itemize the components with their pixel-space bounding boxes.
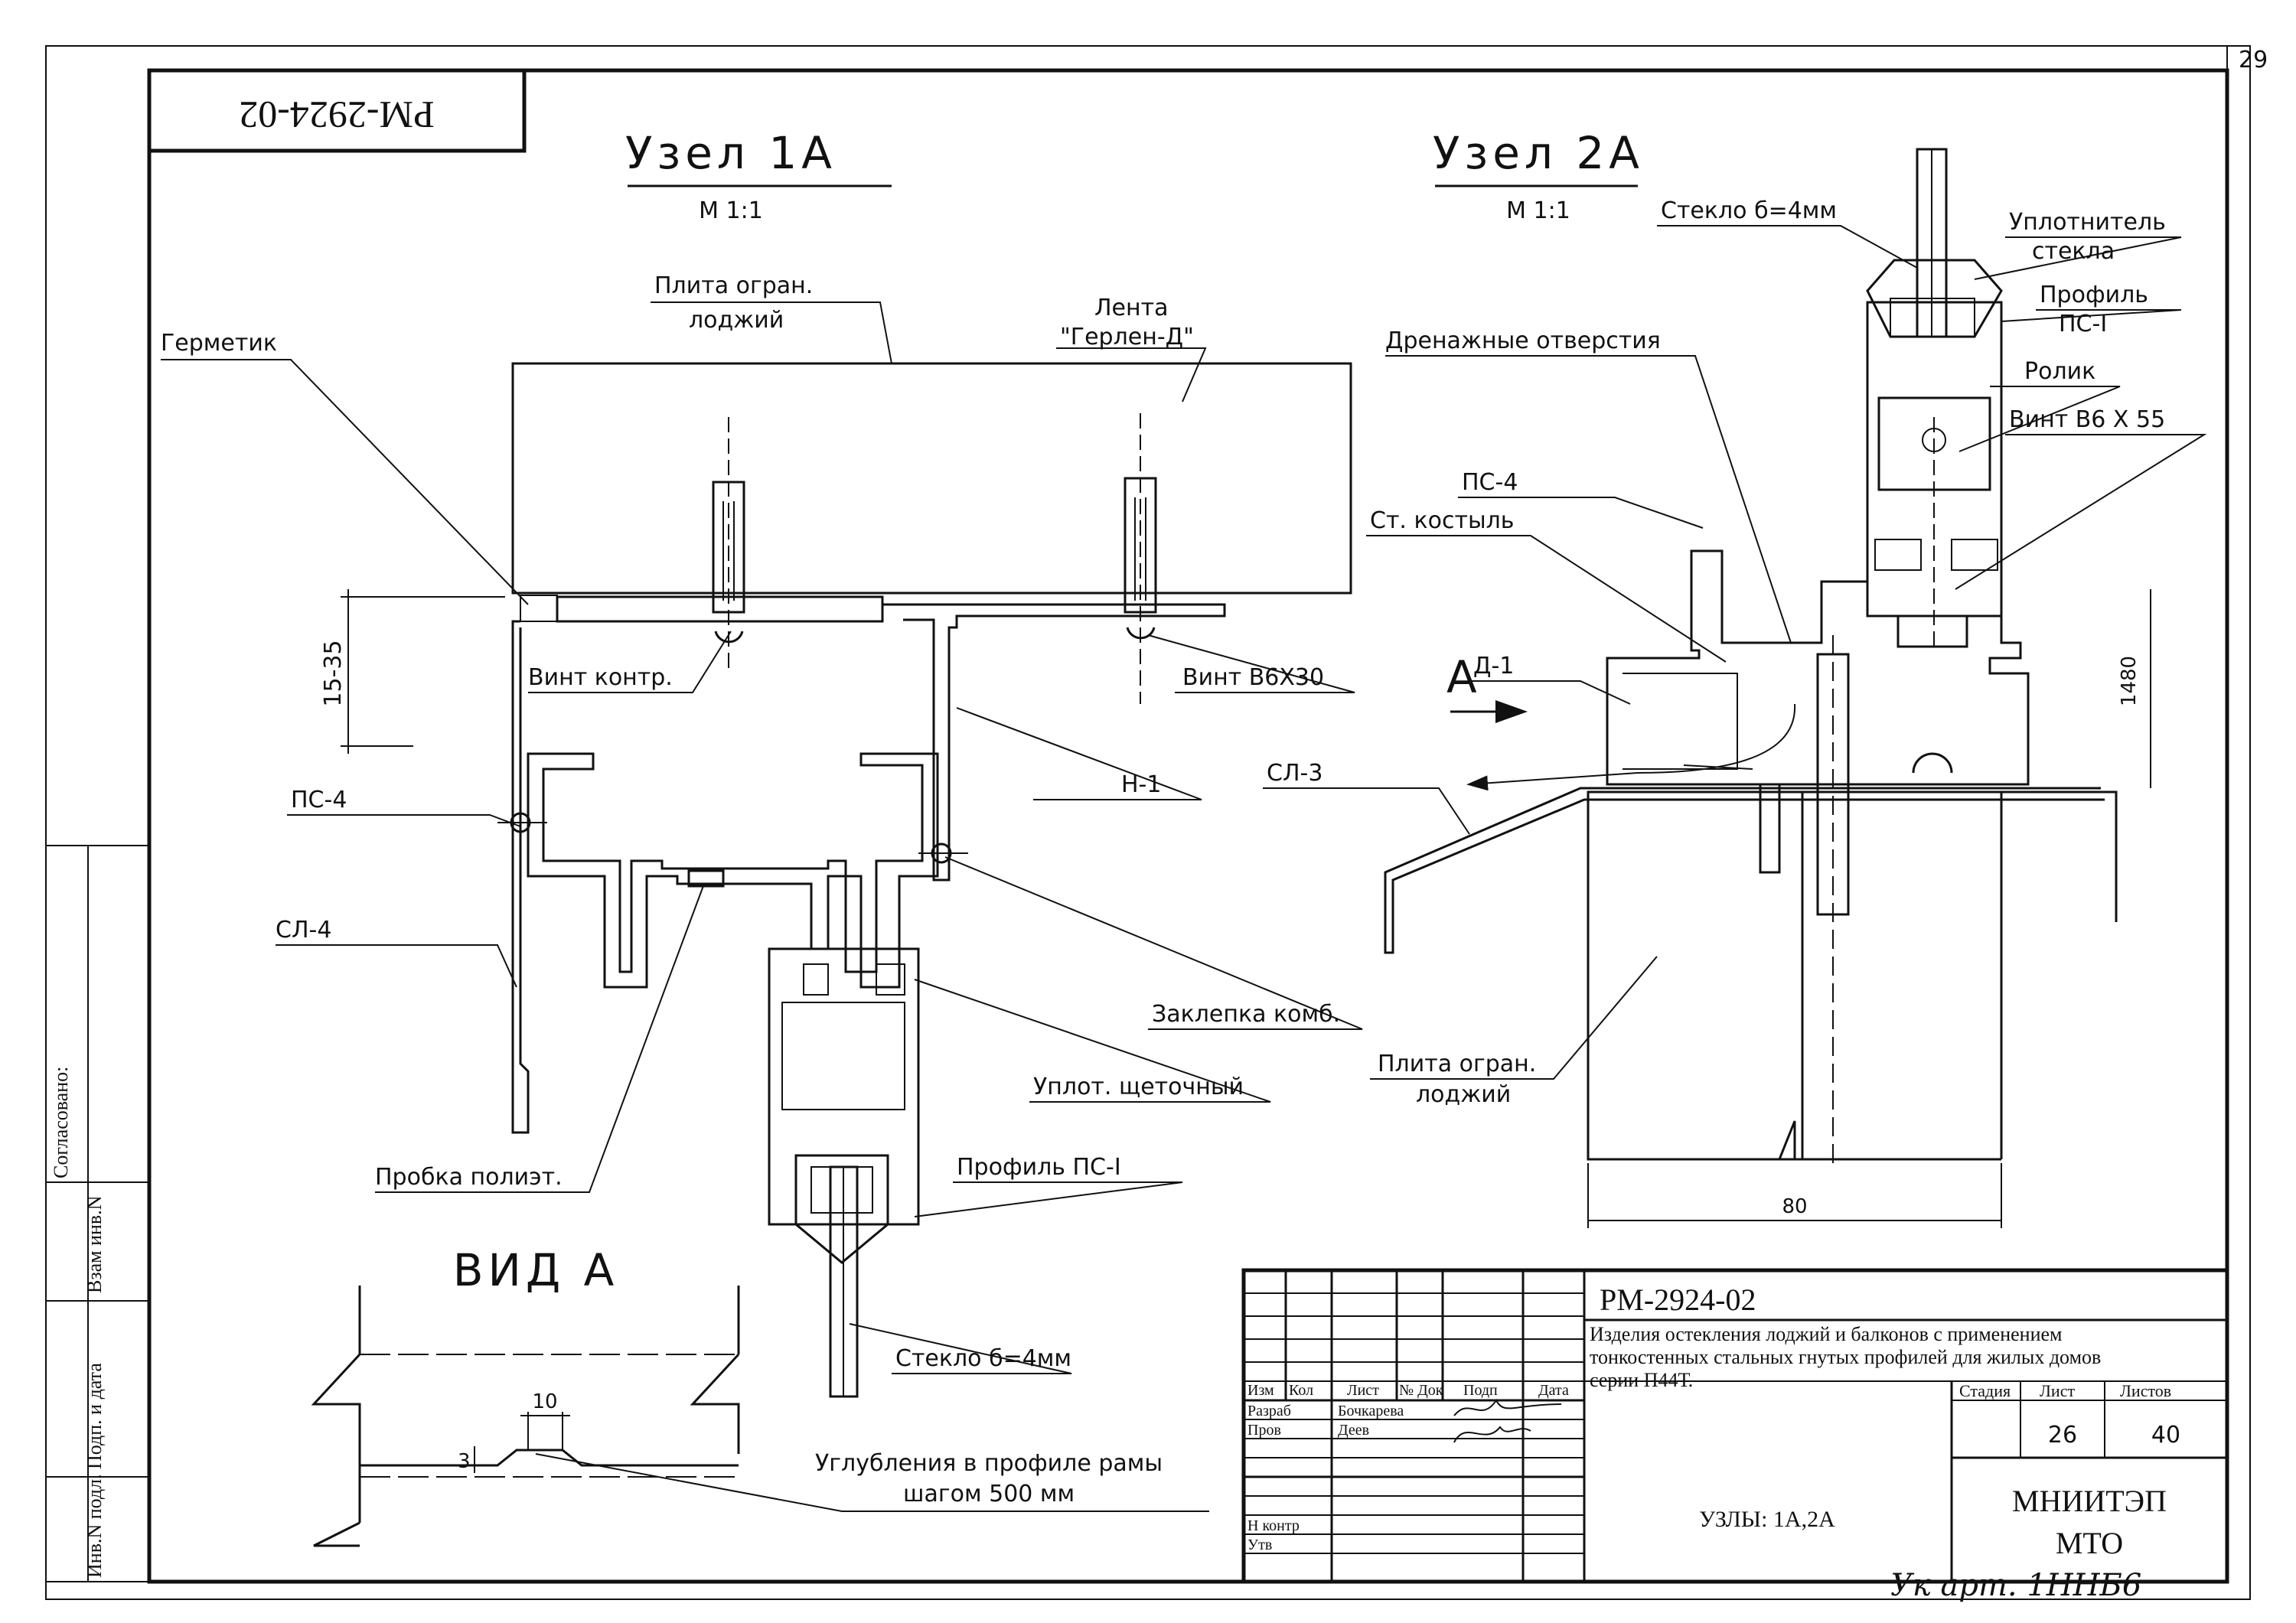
view-a-dim-10: 10 xyxy=(532,1390,557,1413)
label-profil-ps1-1a: Профиль ПС-I xyxy=(957,1154,1121,1181)
tb-prov-role: Пров xyxy=(1247,1422,1281,1439)
slab-2a xyxy=(1587,790,1804,1161)
tb-col-data: Дата xyxy=(1538,1382,1569,1399)
sheet-frame xyxy=(45,45,2251,1600)
tb-code: РМ-2924-02 xyxy=(1600,1282,1756,1317)
label-drenazh: Дренажные отверстия xyxy=(1385,328,1661,354)
tb-col-kol: Кол xyxy=(1289,1382,1313,1399)
slab-1a xyxy=(511,362,1352,595)
label-ps4-1a: ПС-4 xyxy=(291,787,347,813)
tb-col-podp: Подп xyxy=(1463,1382,1498,1399)
leaders-2a xyxy=(1263,225,2207,1080)
tb-nkontr-role: Н контр xyxy=(1247,1517,1300,1534)
profile-ps4-1a xyxy=(527,752,939,989)
profile-ps4-2a xyxy=(1606,549,2030,786)
label-zaklepka: Заклепка комб. xyxy=(1152,1001,1340,1028)
view-a-note-l1: Углубления в профиле рамы xyxy=(815,1450,1163,1477)
podp-label: Подп. и дата xyxy=(83,1363,106,1469)
tb-sheet-name: УЗЛЫ: 1А,2А xyxy=(1699,1507,1835,1532)
view-a: ВИД А 10 3 Углубления в профиле рамы шаг… xyxy=(311,1244,1209,1547)
tb-col-list: Лист xyxy=(1347,1382,1379,1399)
tb-desc-l3: серии П44Т. xyxy=(1590,1369,1693,1391)
tb-prov-name: Деев xyxy=(1338,1422,1369,1439)
label-sl3: СЛ-3 xyxy=(1267,760,1322,787)
tb-stadiya-h: Стадия xyxy=(1959,1381,2011,1400)
label-uplot: Уплот. щеточный xyxy=(1033,1074,1244,1100)
profile-h1 xyxy=(882,603,1226,882)
leaders-1a xyxy=(161,301,1363,1374)
node-1a: Узел 1А М 1:1 xyxy=(161,127,1363,1398)
label-sl4: СЛ-4 xyxy=(276,917,331,943)
label-vint-kontr: Винт контр. xyxy=(528,664,673,691)
dim-1480: 1480 xyxy=(2118,656,2141,706)
stamp-box: РМ-2924-02 xyxy=(147,68,527,153)
label-uplotnitel-l2: стекла xyxy=(2032,238,2115,265)
anchor-right xyxy=(1124,413,1157,704)
sheet-sl4 xyxy=(511,620,530,1134)
label-steklo-1a: Стекло б=4мм xyxy=(895,1345,1071,1372)
view-a-dim-3: 3 xyxy=(458,1450,471,1473)
stamp-code: РМ-2924-02 xyxy=(239,94,435,137)
signature-razrab xyxy=(1453,1399,1562,1416)
label-profil-2a-l2: ПС-I xyxy=(2059,311,2107,337)
label-arrow-a: А xyxy=(1446,651,1482,703)
profile-ps1-1a xyxy=(768,947,920,1226)
label-probka: Пробка полиэт. xyxy=(375,1164,563,1191)
label-steklo-2a: Стекло б=4мм xyxy=(1661,197,1837,224)
tb-org-l2: МТО xyxy=(2056,1526,2123,1560)
label-vint-2a: Винт В6 Х 55 xyxy=(2009,406,2165,433)
sheet-sl3 xyxy=(1384,787,2105,954)
label-plita-2a-l2: лоджий xyxy=(1416,1081,1511,1108)
tb-col-ndok: № Док xyxy=(1399,1382,1443,1399)
label-plita-1a-l1: Плита огран. xyxy=(654,272,813,299)
tb-razrab-name: Бочкарева xyxy=(1338,1403,1404,1419)
sheet-number-corner: 29 xyxy=(2239,47,2268,73)
label-kostyl: Ст. костыль xyxy=(1370,507,1514,534)
tb-listov-h: Листов xyxy=(2120,1381,2171,1400)
vzam-label: Взам инв.N xyxy=(83,1195,106,1293)
label-n1: Н-1 xyxy=(1121,771,1161,798)
label-uplotnitel-l1: Уплотнитель xyxy=(2009,209,2166,236)
label-rolik: Ролик xyxy=(2024,358,2095,385)
label-germetik: Герметик xyxy=(161,330,277,357)
label-plita-2a-l1: Плита огран. xyxy=(1378,1051,1536,1077)
node2-title: Узел 2А xyxy=(1433,127,1644,179)
tape-strip xyxy=(556,595,884,623)
label-plita-1a-l2: лоджий xyxy=(689,307,784,334)
tb-col-izm: Изм xyxy=(1247,1382,1274,1399)
dim-15-35: 15-35 xyxy=(320,640,347,706)
tb-razrab-role: Разраб xyxy=(1247,1403,1291,1419)
tb-desc-l2: тонкостенных стальных гнутых профилей дл… xyxy=(1590,1346,2101,1368)
inv-label: Инв.N подл. xyxy=(83,1474,106,1578)
node2-scale: М 1:1 xyxy=(1506,197,1570,224)
anchor-left xyxy=(712,417,745,673)
tb-org-l1: МНИИТЭП xyxy=(2012,1484,2167,1518)
signature-prov xyxy=(1453,1426,1531,1443)
tb-listov-val: 40 xyxy=(2151,1422,2180,1449)
view-a-note-l2: шагом 500 мм xyxy=(903,1481,1075,1507)
tb-list-h: Лист xyxy=(2040,1381,2075,1400)
label-vint-b6x30: Винт В6Х30 xyxy=(1182,664,1324,691)
tb-desc-l1: Изделия остекления лоджий и балконов с п… xyxy=(1590,1323,2063,1345)
node1-scale: М 1:1 xyxy=(699,197,763,224)
title-block: РМ-2924-02 Изделия остекления лоджий и б… xyxy=(1241,1268,2229,1584)
label-d1: Д-1 xyxy=(1473,653,1514,680)
dim-80: 80 xyxy=(1782,1195,1807,1218)
label-lenta-l2: "Герлен-Д" xyxy=(1060,324,1194,350)
side-stamp: Согласовано: Взам инв.N Подп. и дата Инв… xyxy=(45,845,150,1582)
soglasovano-label: Согласовано: xyxy=(50,1067,72,1178)
node-2a: Узел 2А М 1:1 xyxy=(1263,127,2207,1228)
node1-title: Узел 1А xyxy=(625,127,837,179)
label-lenta-l1: Лента xyxy=(1094,295,1169,321)
tb-list-val: 26 xyxy=(2048,1422,2077,1449)
tb-utv-role: Утв xyxy=(1247,1537,1272,1553)
label-ps4-2a: ПС-4 xyxy=(1462,469,1518,496)
handwritten-note: Ук арт. 1ННБ6 xyxy=(1890,1568,2141,1603)
label-profil-2a-l1: Профиль xyxy=(2040,282,2148,308)
view-a-title: ВИД А xyxy=(453,1244,619,1296)
